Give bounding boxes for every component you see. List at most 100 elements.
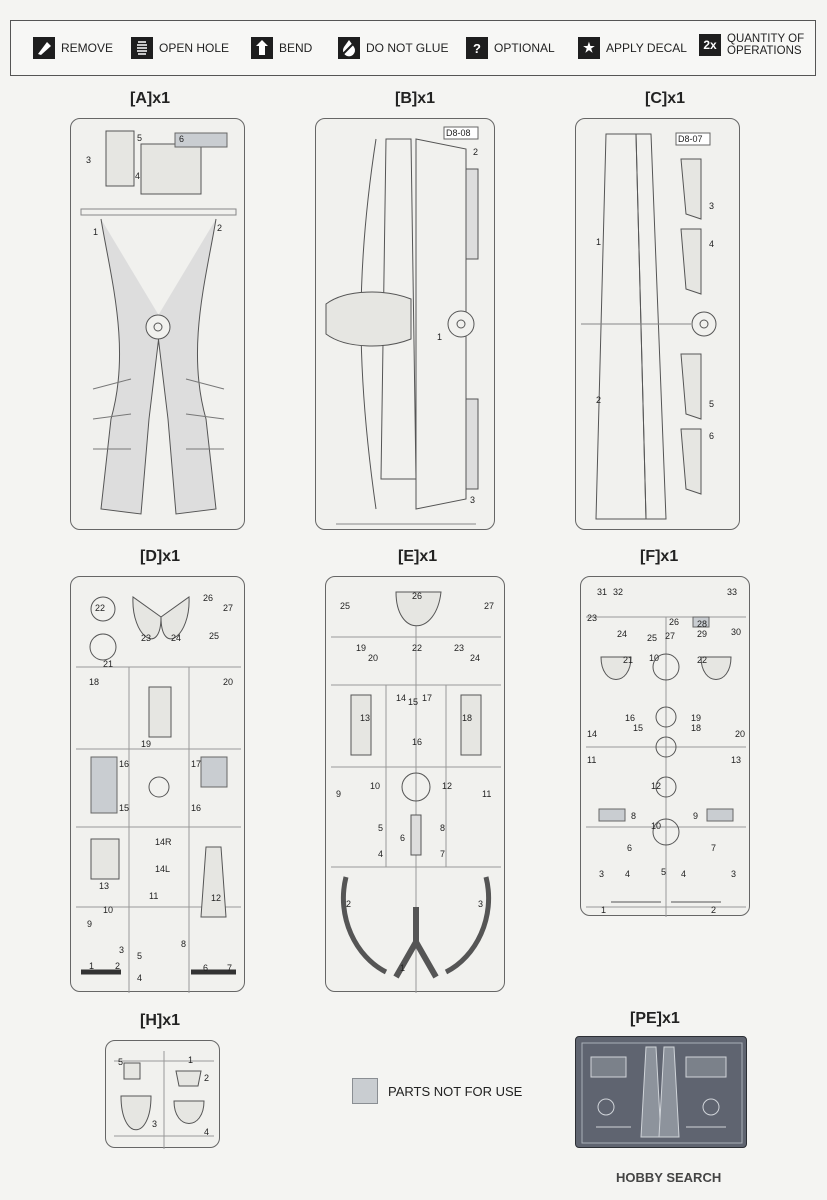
part-number: 14 (396, 693, 407, 703)
open-hole-icon (131, 37, 153, 59)
part-number: 27 (223, 603, 234, 613)
sprue-a-drawing (80, 130, 237, 515)
part-number: 16 (412, 737, 423, 747)
part-number: 32 (613, 587, 624, 597)
part-number: 29 (697, 629, 708, 639)
legend-apply-decal-label: APPLY DECAL (606, 41, 687, 55)
part-number: 27 (484, 601, 495, 611)
legend-remove-label: REMOVE (61, 41, 114, 55)
part-number: 18 (691, 723, 702, 733)
part-number: 8 (631, 811, 637, 821)
part-number: 1 (596, 237, 602, 247)
part-number: 14R (155, 837, 172, 847)
part-number: 2 (346, 899, 352, 909)
part-number: 22 (95, 603, 106, 613)
sprue-h-drawing (114, 1051, 214, 1149)
part-number: 16 (625, 713, 636, 723)
legend-quantity-label: QUANTITY OF OPERATIONS (727, 33, 805, 57)
part-number: 10 (651, 821, 662, 831)
sprue-pe (575, 1036, 747, 1148)
sprue-pe-drawing (581, 1042, 743, 1144)
part-number: 6 (203, 963, 209, 973)
part-number: 2 (596, 395, 602, 405)
part-number: 19 (141, 739, 152, 749)
sprue-b: 1 2 3 D8-08 (315, 118, 495, 530)
part-number: 13 (731, 755, 742, 765)
sprue-c-drawing (581, 132, 717, 520)
legend-bend: BEND (251, 37, 312, 59)
part-number: 16 (191, 803, 202, 813)
part-number: 9 (87, 919, 93, 929)
part-number: 22 (697, 655, 708, 665)
part-number: 3 (86, 155, 92, 165)
part-number: 18 (462, 713, 473, 723)
part-number: 7 (711, 843, 717, 853)
part-number: 6 (709, 431, 715, 441)
part-number: 17 (422, 693, 433, 703)
part-number: 10 (370, 781, 381, 791)
sprue-d-title: [D]x1 (140, 548, 181, 565)
part-number: 26 (669, 617, 680, 627)
part-number: 33 (727, 587, 738, 597)
part-number: 1 (89, 961, 95, 971)
part-number: 21 (103, 659, 114, 669)
sprue-b-title: [B]x1 (395, 90, 436, 107)
part-number: 4 (204, 1127, 210, 1137)
part-number: 2 (115, 961, 121, 971)
legend-optional-label: OPTIONAL (494, 41, 555, 55)
part-number: 2 (711, 905, 717, 915)
part-number: 7 (227, 963, 233, 973)
sprue-h: 1 2 3 4 5 (105, 1040, 220, 1149)
sprue-e: 25 26 27 19 20 22 23 24 13 14 15 17 16 1… (325, 576, 505, 993)
part-number: 24 (171, 633, 182, 643)
sprue-c-title: [C]x1 (645, 90, 686, 107)
apply-decal-icon: ★ (578, 37, 600, 59)
part-number: 6 (179, 134, 185, 144)
legend-bar: REMOVE OPEN HOLE BEND DO NOT GLUE ? OPTI… (10, 20, 816, 76)
optional-icon: ? (466, 37, 488, 59)
watermark: HOBBY SEARCH (616, 1170, 722, 1185)
part-number: 9 (693, 811, 699, 821)
part-number: 20 (368, 653, 379, 663)
part-number: 2 (204, 1073, 210, 1083)
part-number: 17 (191, 759, 202, 769)
part-number: 15 (633, 723, 644, 733)
part-number: 12 (442, 781, 453, 791)
sprue-d: 22 21 23 24 25 26 27 18 19 20 16 15 17 1… (70, 576, 245, 993)
part-number: 1 (601, 905, 607, 915)
part-number: 30 (731, 627, 742, 637)
part-number: 14L (155, 864, 171, 874)
part-number: 16 (119, 759, 130, 769)
part-number: 6 (400, 833, 406, 843)
part-number: 4 (137, 973, 143, 983)
sprue-e-drawing (331, 591, 501, 993)
part-number: 3 (119, 945, 125, 955)
part-number: 28 (697, 619, 708, 629)
part-number: 1 (93, 227, 99, 237)
legend-open-hole: OPEN HOLE (131, 37, 229, 59)
do-not-glue-icon (338, 37, 360, 59)
part-number: 1 (188, 1055, 194, 1065)
legend-do-not-glue-label: DO NOT GLUE (366, 41, 449, 55)
part-number: 24 (470, 653, 481, 663)
part-number: 1 (400, 963, 406, 973)
part-number: 5 (378, 823, 384, 833)
sprue-pe-title: [PE]x1 (630, 1010, 680, 1027)
part-number: 19 (691, 713, 702, 723)
part-number: 22 (412, 643, 423, 653)
part-number: 12 (211, 893, 222, 903)
part-number: 25 (209, 631, 220, 641)
sprue-f-title: [F]x1 (640, 548, 679, 565)
sprue-a: 1 2 3 4 5 6 (70, 118, 245, 530)
part-number: 23 (587, 613, 598, 623)
legend-quantity: 2x QUANTITY OF OPERATIONS (699, 33, 804, 57)
sprue-c: 1 2 3 4 5 6 D8-07 (575, 118, 740, 530)
part-number: 14 (587, 729, 598, 739)
sprue-f-drawing (586, 616, 746, 917)
parts-not-for-use-label: PARTS NOT FOR USE (388, 1083, 523, 1099)
part-number: 10 (103, 905, 114, 915)
part-number: 4 (378, 849, 384, 859)
part-number: 24 (617, 629, 628, 639)
part-number: 3 (470, 495, 476, 505)
part-number: 4 (681, 869, 687, 879)
